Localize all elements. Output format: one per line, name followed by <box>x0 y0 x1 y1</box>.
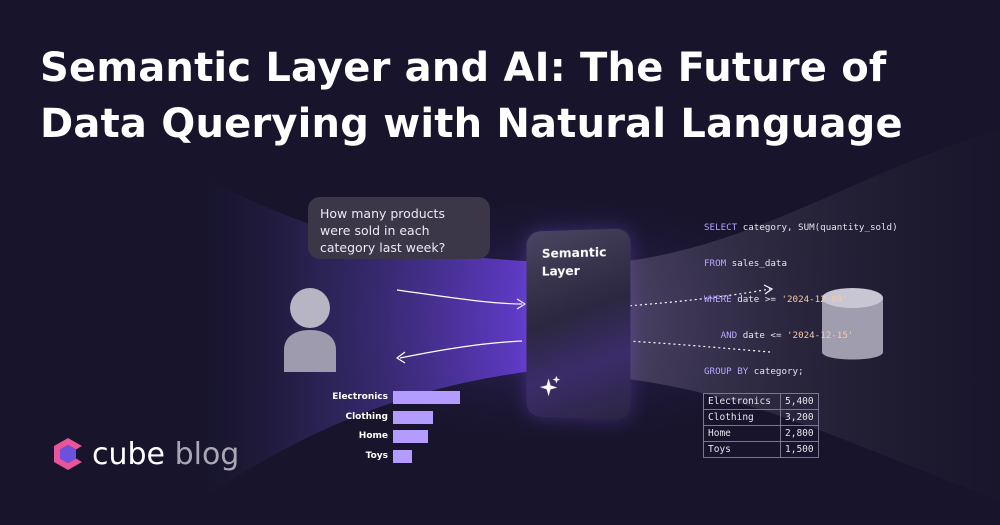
question-bubble: How many products were sold in each cate… <box>308 197 490 259</box>
bar-label: Electronics <box>332 392 388 402</box>
sql-line: SELECT category, SUM(quantity_sold) <box>704 222 898 233</box>
table-cell: Clothing <box>703 409 781 426</box>
sql-line: FROM sales_data <box>704 258 787 269</box>
sparkles-icon <box>539 375 561 397</box>
brand-wordmark: cube blog <box>92 436 239 474</box>
bar <box>393 430 428 443</box>
table-cell: 1,500 <box>780 441 819 458</box>
bar <box>393 449 412 463</box>
cube-logo-icon <box>54 438 82 470</box>
brand-name: cube <box>92 437 166 472</box>
sql-line: GROUP BY category; <box>704 366 804 377</box>
database-icon <box>822 288 883 360</box>
brand-suffix: blog <box>174 437 240 472</box>
table-cell: Electronics <box>703 393 781 410</box>
sql-line: WHERE date >= '2024-12-09' <box>704 294 848 305</box>
table-cell: Toys <box>703 441 781 458</box>
arrow-layer-to-user <box>395 340 523 364</box>
table-row: Home 2,800 <box>703 425 819 442</box>
sql-query: SELECT category, SUM(quantity_sold) FROM… <box>704 198 964 402</box>
result-table: Electronics 5,400 Clothing 3,200 Home 2,… <box>703 393 819 458</box>
table-row: Toys 1,500 <box>703 441 819 458</box>
bar <box>393 391 460 404</box>
table-row: Electronics 5,400 <box>703 393 819 410</box>
page-title: Semantic Layer and AI: The Future of Dat… <box>40 45 903 147</box>
bar-label: Home <box>358 431 388 441</box>
user-icon <box>284 288 336 372</box>
semantic-layer-panel: Semantic Layer <box>526 228 631 420</box>
bar-label: Clothing <box>345 411 388 422</box>
bar <box>393 410 433 424</box>
table-cell: 5,400 <box>780 393 819 410</box>
table-cell: 3,200 <box>780 409 819 426</box>
table-cell: 2,800 <box>780 425 819 442</box>
arrow-question-to-layer <box>396 289 527 310</box>
semantic-layer-title: Semantic Layer <box>541 244 607 279</box>
table-row: Clothing 3,200 <box>703 409 819 426</box>
bar-label: Toys <box>365 450 388 461</box>
sql-line: AND date <= '2024-12-15' <box>720 330 854 341</box>
table-cell: Home <box>703 425 781 442</box>
